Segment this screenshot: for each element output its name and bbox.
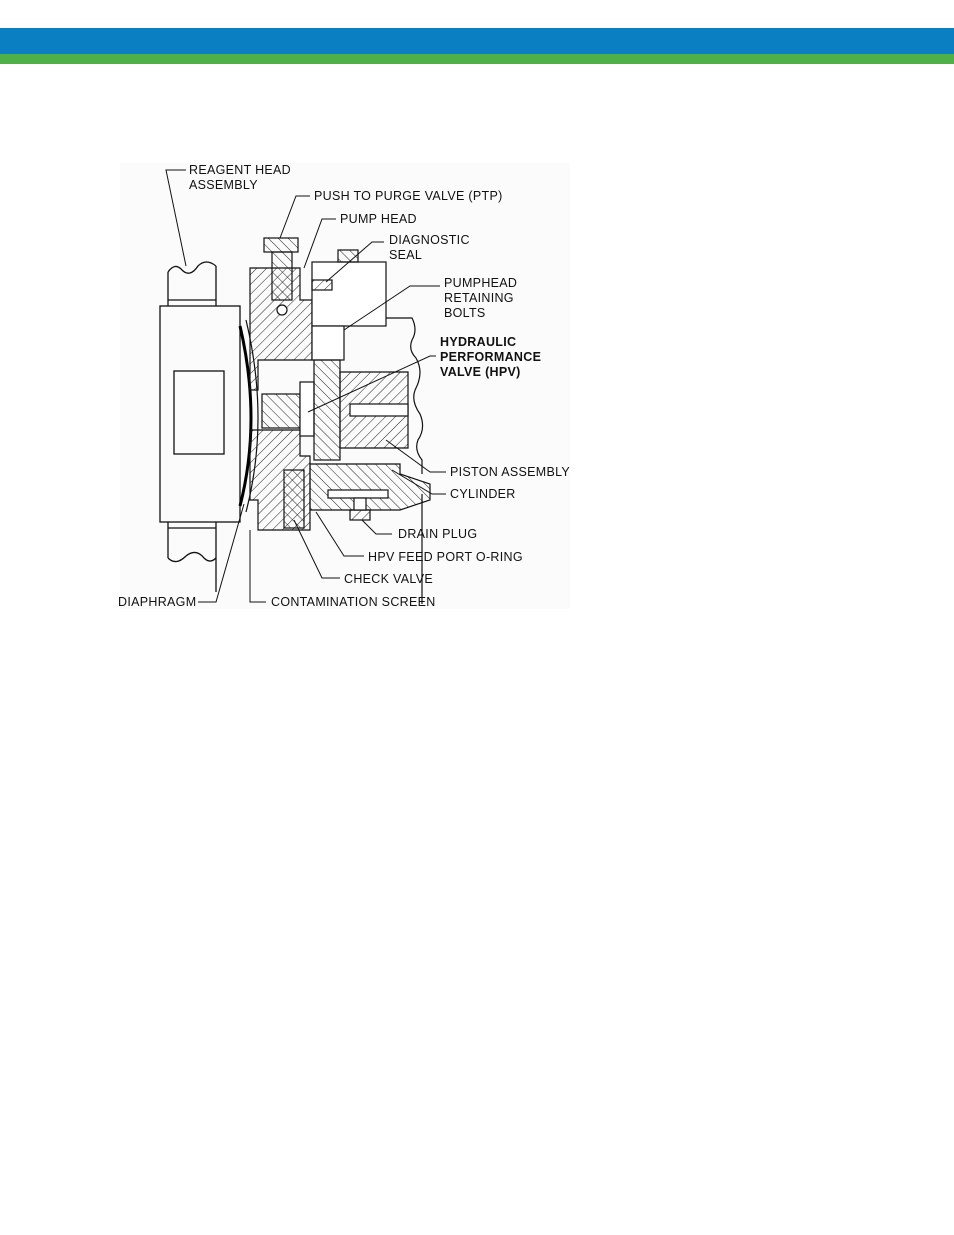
label-hpv-line1: HYDRAULIC — [440, 335, 517, 349]
label-hpv-line2: PERFORMANCE — [440, 350, 542, 364]
label-diaphragm: DIAPHRAGM — [118, 595, 197, 609]
label-piston-assembly: PISTON ASSEMBLY — [450, 465, 571, 479]
header-green-band — [0, 54, 954, 64]
label-check-valve: CHECK VALVE — [344, 572, 433, 586]
label-drain-plug: DRAIN PLUG — [398, 527, 478, 541]
label-pump-head: PUMP HEAD — [340, 212, 417, 226]
label-contamination-screen: CONTAMINATION SCREEN — [271, 595, 436, 609]
label-pumphead-bolts-line3: BOLTS — [444, 306, 486, 320]
label-pumphead-bolts-line1: PUMPHEAD — [444, 276, 518, 290]
label-pumphead-bolts-line2: RETAINING — [444, 291, 514, 305]
header-blue-band — [0, 28, 954, 54]
leader-lines — [165, 169, 446, 603]
label-diagnostic-seal-line2: SEAL — [389, 248, 423, 262]
label-diagnostic-seal-line1: DIAGNOSTIC — [389, 233, 470, 247]
pump-head-body — [249, 237, 431, 531]
label-reagent-head-line2: ASSEMBLY — [189, 178, 258, 192]
motor-housing-outline — [386, 317, 424, 604]
reagent-head-body — [159, 261, 241, 592]
label-hpv-line3: VALVE (HPV) — [440, 365, 521, 379]
label-reagent-head-line1: REAGENT HEAD — [189, 163, 292, 177]
label-cylinder: CYLINDER — [450, 487, 516, 501]
label-hpv-feed-port-o-ring: HPV FEED PORT O-RING — [368, 550, 523, 564]
label-push-to-purge-valve: PUSH TO PURGE VALVE (PTP) — [314, 189, 503, 203]
